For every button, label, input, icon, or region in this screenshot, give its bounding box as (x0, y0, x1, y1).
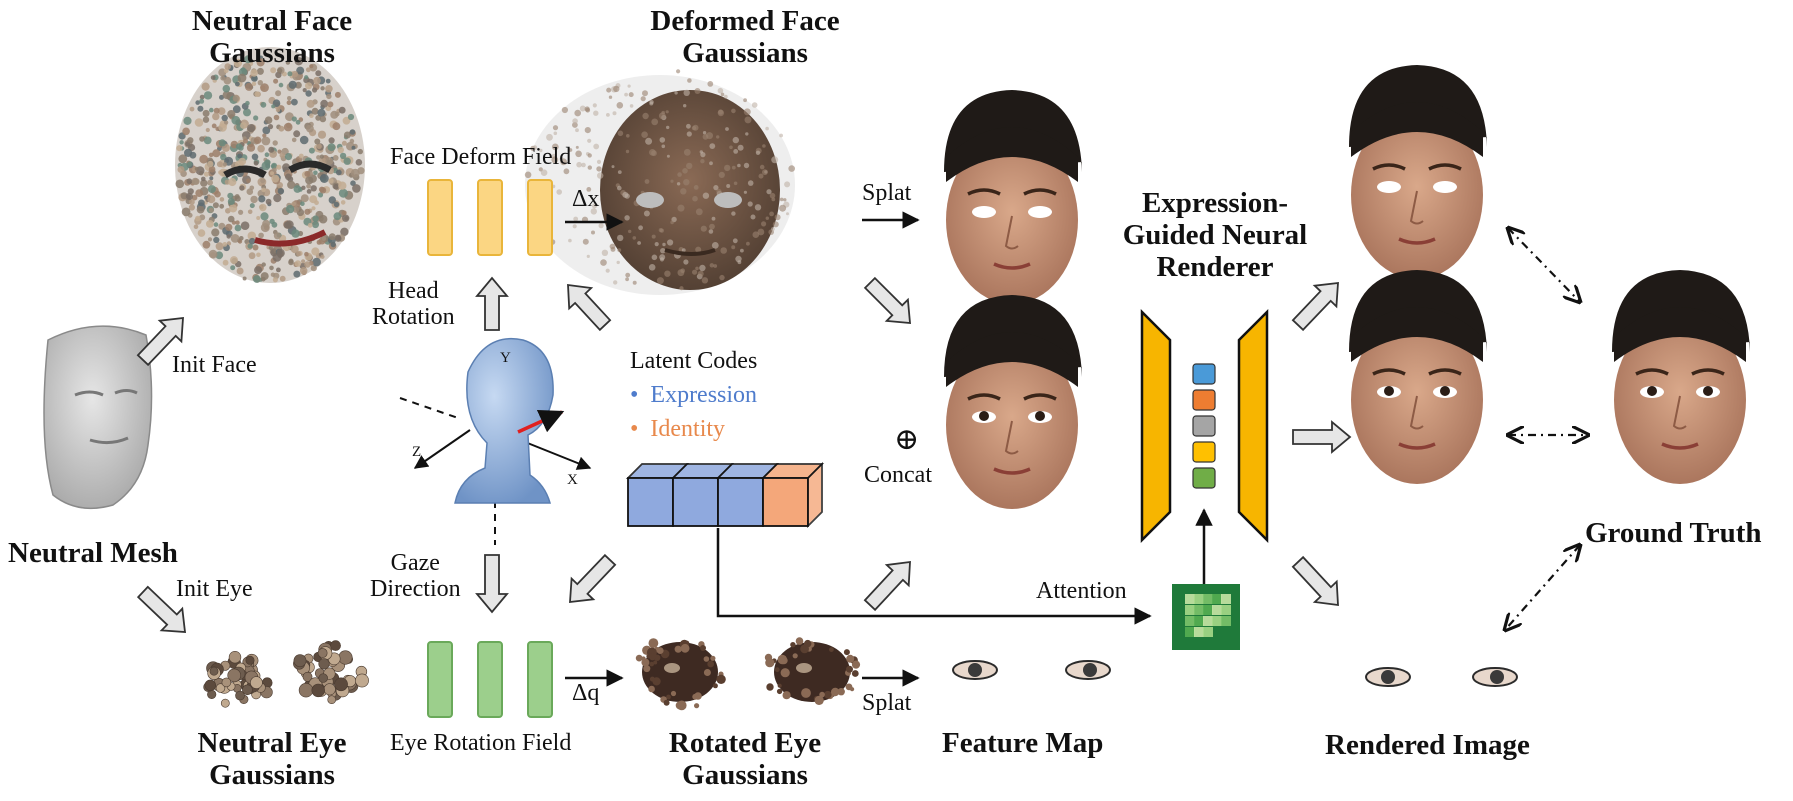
flow-arrows (565, 211, 1152, 687)
rendered-image-eyes (1365, 667, 1518, 687)
ground-truth-face (1612, 270, 1750, 484)
rendered-image-label: Rendered Image (1325, 729, 1530, 761)
delta-x-label: Δx (572, 186, 600, 212)
comparison-arrows (1505, 228, 1588, 630)
rendered-face-middle (1349, 270, 1487, 484)
splatted-face-top (944, 90, 1082, 304)
neutral-mesh-image (43, 325, 153, 510)
delta-q-label: Δq (572, 680, 600, 706)
axis-z-label: Z (412, 444, 422, 460)
concat-symbol: ⊕ (894, 423, 920, 456)
rendered-face-top (1349, 65, 1487, 279)
splat-top-label: Splat (862, 180, 912, 206)
rotated-eye-gaussians-image (635, 637, 861, 711)
latent-codes-block (625, 461, 825, 529)
eye-rotation-field-label: Eye Rotation Field (390, 730, 572, 756)
neutral-mesh-label: Neutral Mesh (8, 537, 178, 569)
init-face-label: Init Face (172, 352, 257, 378)
face-deform-field-label: Face Deform Field (390, 144, 572, 170)
eye-rotation-field-bars (427, 641, 553, 718)
ground-truth-label: Ground Truth (1585, 517, 1762, 549)
concat-label: Concat (864, 462, 932, 488)
attention-map (1172, 584, 1240, 650)
init-eye-label: Init Eye (176, 576, 253, 602)
latent-codes-label: Latent Codes (630, 348, 758, 374)
attention-label: Attention (1036, 578, 1127, 604)
face-deform-field-bars (427, 179, 553, 256)
deformed-face-gaussians-image (524, 69, 795, 295)
feature-map-eyes (952, 660, 1111, 680)
block-arrows (136, 276, 1352, 633)
head-model-axes (399, 338, 592, 545)
neutral-eye-gaussians-image (203, 640, 369, 708)
splatted-face-concat (944, 295, 1082, 509)
latent-identity-item: • Identity (630, 416, 726, 442)
neutral-face-gaussians-image (175, 47, 365, 283)
splat-bottom-label: Splat (862, 690, 912, 716)
axis-y-label: Y (500, 350, 511, 366)
feature-map-label: Feature Map (942, 727, 1104, 759)
latent-expression-item: • Expression (630, 382, 758, 408)
axis-x-label: X (567, 472, 578, 488)
neural-renderer (1140, 308, 1269, 585)
